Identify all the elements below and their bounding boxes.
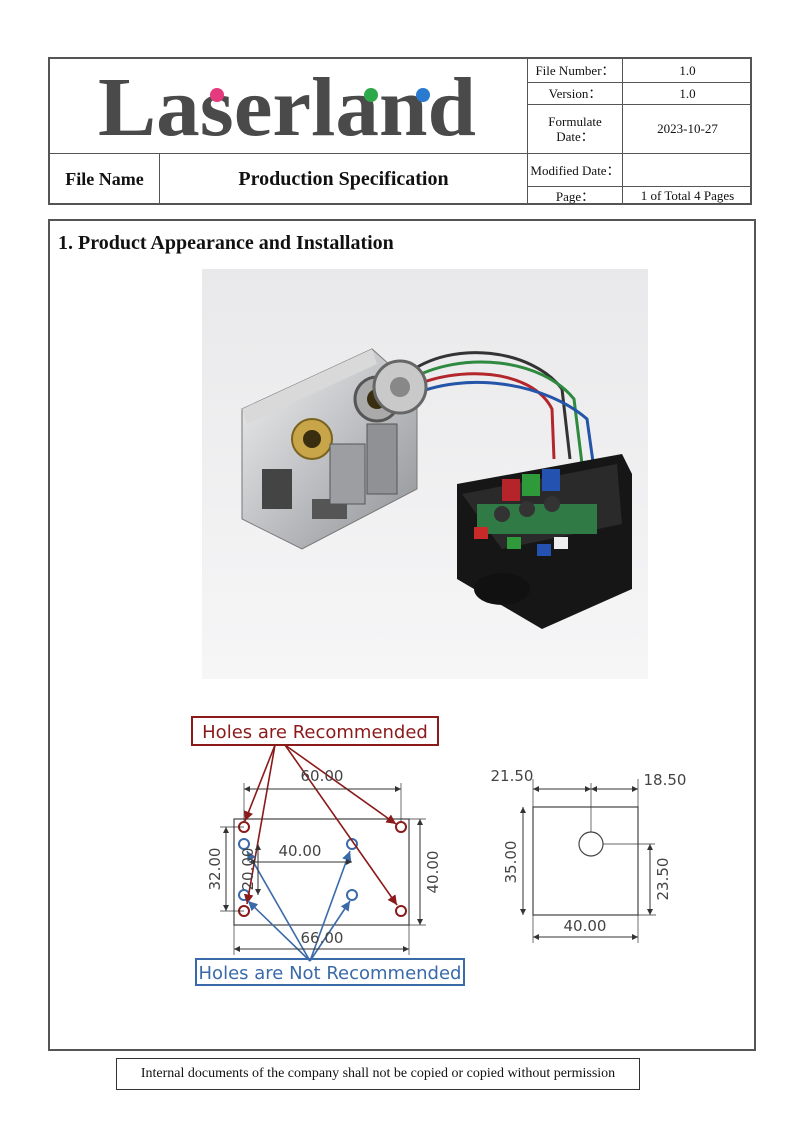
dim-right-height: 40.00	[424, 851, 442, 894]
recommended-label: Holes are Recommended	[202, 722, 428, 743]
meta-row-version: Version： 1.0	[528, 83, 752, 105]
dim-bottom-width: 66.00	[301, 929, 344, 947]
file-name-label: File Name	[50, 154, 160, 205]
mounting-drawing: Holes are Recommended 60.00 40.00	[191, 716, 687, 986]
logo-cell: Laserland	[50, 59, 528, 154]
logo-dot-green	[364, 88, 378, 102]
dim-inner-width: 40.00	[279, 842, 322, 860]
content-frame: 1. Product Appearance and Installation	[48, 219, 756, 1051]
right-plate-outline	[532, 806, 639, 916]
file-title: Production Specification	[160, 154, 528, 205]
dim-outer-height: 32.00	[206, 848, 224, 891]
meta-row-page: Page： 1 of Total 4 Pages	[528, 187, 752, 205]
meta-row-modified-date: Modified Date：	[528, 154, 752, 187]
header-table: Laserland File Name Production Specifica…	[48, 57, 752, 205]
recommended-label-box	[191, 716, 439, 746]
logo-dot-pink	[210, 88, 224, 102]
not-recommended-label: Holes are Not Recommended	[199, 963, 462, 984]
footer-notice: Internal documents of the company shall …	[116, 1058, 640, 1090]
logo-dot-blue	[416, 88, 430, 102]
dim-inner-height: 20.00	[239, 848, 257, 891]
section-title: 1. Product Appearance and Installation	[58, 232, 394, 254]
meta-row-formulate-date: Formulate Date： 2023-10-27	[528, 105, 752, 154]
dim-right-width-bottom: 40.00	[564, 917, 607, 935]
left-plate-outline	[233, 818, 410, 926]
not-recommended-label-box	[195, 958, 465, 986]
dim-right-right-offset: 18.50	[644, 771, 687, 789]
dim-top-width: 60.00	[301, 767, 344, 785]
dim-right-height-right: 23.50	[654, 858, 672, 901]
svg-text:Laserland: Laserland	[98, 73, 476, 143]
laserland-logo: Laserland	[98, 73, 476, 143]
meta-row-file-number: File Number： 1.0	[528, 59, 752, 83]
dim-right-left-offset: 21.50	[491, 767, 534, 785]
dim-right-height-left: 35.00	[502, 841, 520, 884]
product-photo	[202, 269, 648, 679]
